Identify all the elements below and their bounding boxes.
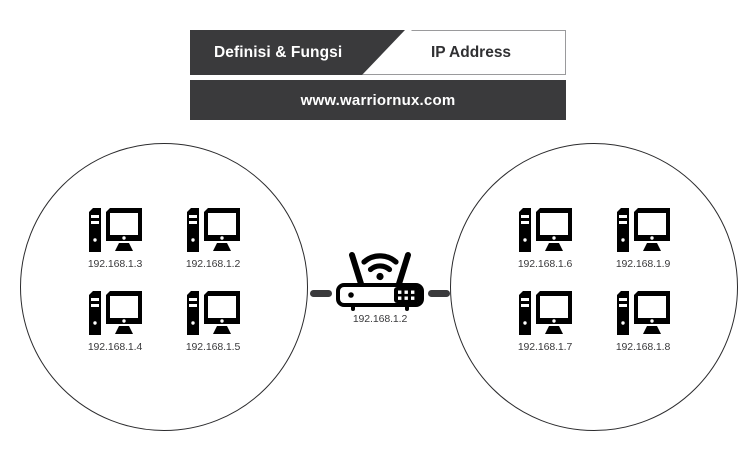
- wifi-router-icon[interactable]: [328, 243, 432, 313]
- router-ip-label: 192.168.1.2: [352, 313, 408, 325]
- right-network-circle: 192.168.1.6 192.168.1.9: [450, 143, 738, 431]
- host-ip-label: 192.168.1.8: [615, 341, 671, 353]
- host-node[interactable]: 192.168.1.3: [66, 204, 164, 287]
- header-banner: Definisi & Fungsi IP Address www.warrior…: [190, 30, 566, 120]
- right-host-grid: 192.168.1.6 192.168.1.9: [496, 204, 692, 370]
- host-ip-label: 192.168.1.9: [615, 258, 671, 270]
- desktop-computer-icon: [187, 291, 240, 335]
- host-node[interactable]: 192.168.1.2: [164, 204, 262, 287]
- connector-dash-left: [310, 290, 332, 297]
- desktop-computer-icon: [519, 291, 572, 335]
- host-ip-label: 192.168.1.5: [185, 341, 241, 353]
- desktop-computer-icon: [617, 291, 670, 335]
- host-ip-label: 192.168.1.2: [185, 258, 241, 270]
- host-ip-label: 192.168.1.6: [517, 258, 573, 270]
- desktop-computer-icon: [187, 208, 240, 252]
- tab-definisi-fungsi-label: Definisi & Fungsi: [214, 43, 343, 61]
- host-node[interactable]: 192.168.1.9: [594, 204, 692, 287]
- host-ip-label: 192.168.1.3: [87, 258, 143, 270]
- connector-dash-right: [428, 290, 450, 297]
- left-network-circle: 192.168.1.3 192.168.1.2: [20, 143, 308, 431]
- host-ip-label: 192.168.1.4: [87, 341, 143, 353]
- left-host-grid: 192.168.1.3 192.168.1.2: [66, 204, 262, 370]
- desktop-computer-icon: [519, 208, 572, 252]
- tab-bar: Definisi & Fungsi IP Address: [190, 30, 566, 75]
- tab-ip-address-label: IP Address: [430, 43, 512, 61]
- host-ip-label: 192.168.1.7: [517, 341, 573, 353]
- host-node[interactable]: 192.168.1.7: [496, 287, 594, 370]
- host-node[interactable]: 192.168.1.4: [66, 287, 164, 370]
- desktop-computer-icon: [617, 208, 670, 252]
- desktop-computer-icon: [89, 208, 142, 252]
- host-node[interactable]: 192.168.1.6: [496, 204, 594, 287]
- site-url-bar: www.warriornux.com: [190, 80, 566, 120]
- host-node[interactable]: 192.168.1.8: [594, 287, 692, 370]
- host-node[interactable]: 192.168.1.5: [164, 287, 262, 370]
- tab-definisi-fungsi[interactable]: Definisi & Fungsi: [190, 30, 405, 75]
- desktop-computer-icon: [89, 291, 142, 335]
- router-group: 192.168.1.2: [300, 243, 460, 338]
- site-url-label: www.warriornux.com: [300, 91, 456, 109]
